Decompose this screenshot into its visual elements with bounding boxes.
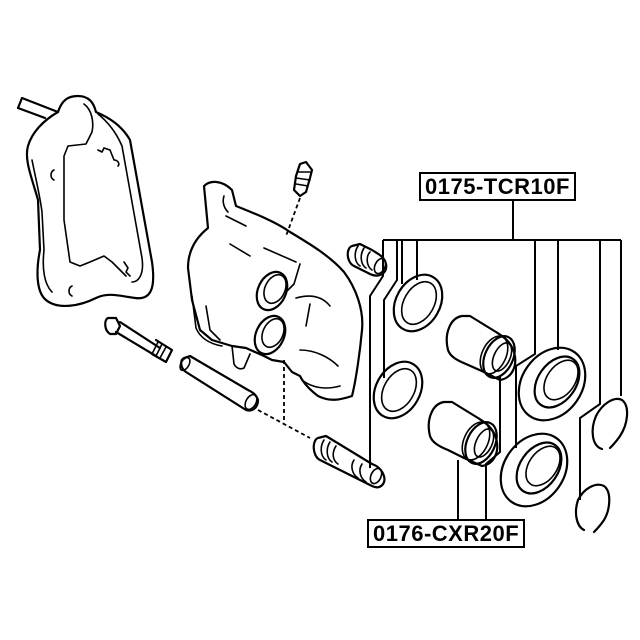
guide-pin-drawing xyxy=(179,354,311,439)
part-number-label-upper-kit: 0175-TCR10F xyxy=(419,172,576,201)
upper-piston-seal-drawing xyxy=(392,273,444,333)
bleeder-screw-drawing xyxy=(285,160,314,237)
lower-boot-drawing xyxy=(312,434,386,489)
upper-boot-drawing xyxy=(346,242,388,277)
caliper-housing-drawing xyxy=(186,180,364,422)
lower-kit-leader-lines xyxy=(457,376,501,520)
upper-kit-leader-lines xyxy=(369,198,622,500)
lower-piston-seal-drawing xyxy=(372,360,424,420)
lower-retaining-ring-drawing xyxy=(574,483,611,534)
guide-pin-bolt-drawing xyxy=(104,316,174,364)
lower-piston-drawing xyxy=(427,400,499,468)
caliper-bracket-drawing xyxy=(16,94,155,307)
part-number-label-lower-kit: 0176-CXR20F xyxy=(367,519,526,548)
upper-dust-boot-drawing xyxy=(517,346,587,422)
upper-retaining-ring-drawing xyxy=(591,397,629,451)
lower-dust-boot-drawing xyxy=(499,432,569,508)
upper-piston-drawing xyxy=(445,314,517,382)
